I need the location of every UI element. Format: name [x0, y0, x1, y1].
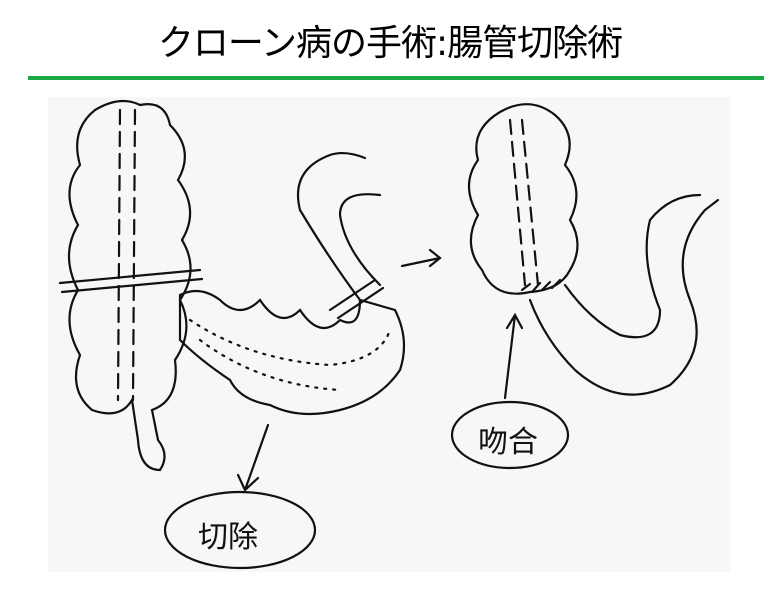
- slide-title: クローン病の手術:腸管切除術: [157, 23, 623, 64]
- small-bowel-right: [528, 193, 720, 396]
- arrow-resect: [236, 423, 270, 492]
- resected-dots: [188, 318, 392, 392]
- arrow-right: [400, 248, 442, 268]
- label-ellipse-resection: [163, 490, 317, 570]
- arrow-anastomosis: [503, 312, 524, 400]
- cut-line-left: [58, 268, 204, 294]
- colon-right-lumen: [508, 118, 540, 287]
- title-divider: [28, 76, 764, 80]
- anastomosis-stitches: [520, 278, 562, 294]
- colon-lumen-lines: [116, 108, 137, 402]
- label-ellipse-anastomosis: [450, 400, 570, 470]
- label-resection: 切除: [198, 520, 258, 555]
- small-bowel-left: [296, 151, 382, 302]
- resected-segment: [178, 289, 406, 416]
- label-anastomosis: 吻合: [478, 425, 538, 460]
- colon-left: [68, 99, 192, 472]
- cut-line-right: [328, 278, 385, 320]
